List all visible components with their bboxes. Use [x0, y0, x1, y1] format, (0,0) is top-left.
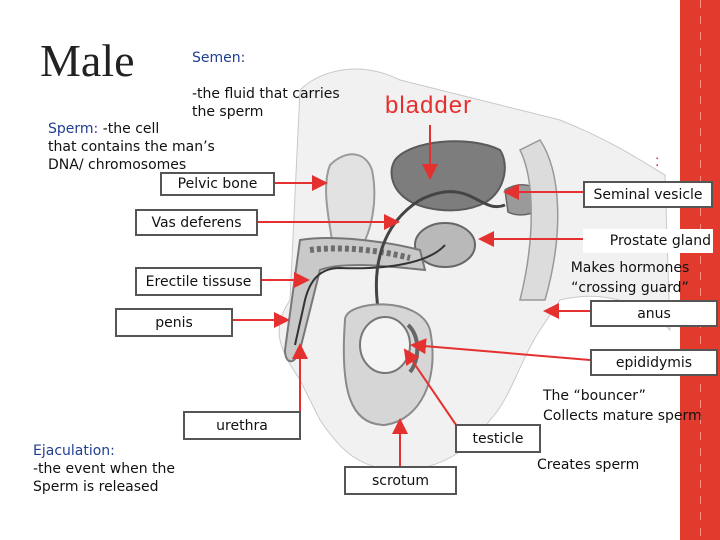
testicle-note: Creates sperm — [537, 457, 640, 473]
ejaculation-text: -the event when the Sperm is released — [33, 461, 176, 495]
prostate-gland-label: Prostate gland — [583, 229, 713, 253]
urethra-label: urethra — [183, 411, 301, 440]
prostate-note: Makes hormones “crossing guard” — [570, 260, 690, 296]
arrow-testicle — [403, 348, 466, 439]
semen-text: -the fluid that carries the sperm — [192, 86, 340, 120]
semen-definition: Semen: -the fluid that carries the sperm — [192, 31, 340, 121]
sperm-term: Sperm: — [48, 121, 99, 137]
semen-term: Semen: — [192, 50, 246, 66]
seminal-vesicle-label: Seminal vesicle — [583, 181, 713, 208]
sperm-definition: Sperm: -the cell that contains the man’s… — [48, 102, 215, 174]
anus-label: anus — [590, 300, 718, 327]
epididymis-label: epididymis — [590, 349, 718, 376]
bladder-label: bladder — [385, 92, 473, 119]
decorative-side-stripe — [680, 0, 720, 540]
erectile-tissue-label: Erectile tissuse — [135, 267, 262, 296]
scrotum-label: scrotum — [344, 466, 457, 495]
epididymis-note: The “bouncer” Collects mature sperm — [543, 388, 702, 424]
bladder-shape — [390, 140, 506, 212]
arrow-epididymis — [410, 338, 591, 361]
dotted-marker: : — [655, 153, 659, 170]
rectum-shape — [518, 139, 559, 301]
sperm-text: -the cell that contains the man’s DNA/ c… — [48, 121, 215, 173]
pelvic-bone-label: Pelvic bone — [160, 172, 275, 196]
page-title: Male — [40, 35, 135, 86]
ejaculation-definition: Ejaculation: -the event when the Sperm i… — [33, 424, 175, 496]
vas-deferens-label: Vas deferens — [135, 209, 258, 236]
testicle-label: testicle — [455, 424, 541, 453]
erectile-tissue-shape — [309, 245, 411, 261]
penis-label: penis — [115, 308, 233, 337]
testicle-shape — [359, 316, 411, 374]
ejaculation-term: Ejaculation: — [33, 443, 115, 459]
